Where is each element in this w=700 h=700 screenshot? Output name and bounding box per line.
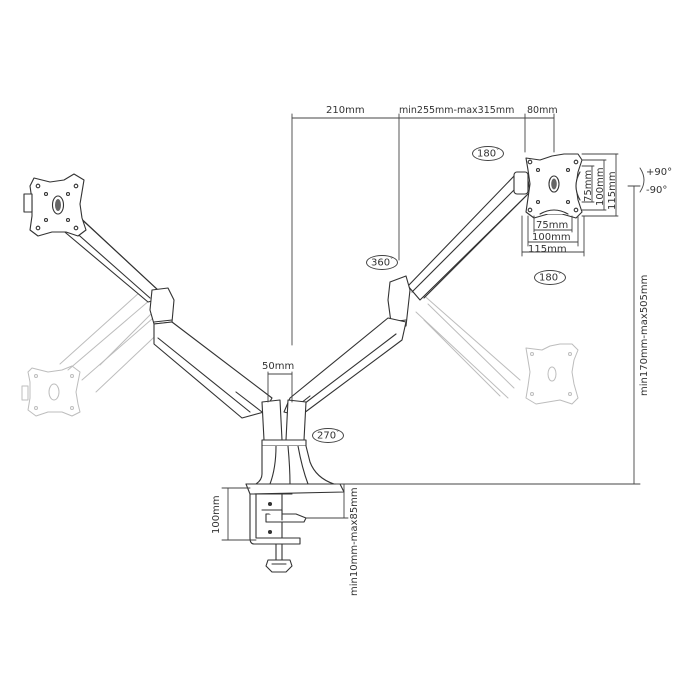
base-post — [245, 399, 345, 495]
rotation-180-badge-bottom: 180° — [534, 270, 567, 286]
clamp-height-100mm-label: 100mm — [211, 495, 222, 534]
rotation-270-value: 270 — [317, 430, 337, 442]
dim-80mm-label: 80mm — [527, 105, 558, 116]
pole-gap-50mm-label: 50mm — [262, 361, 295, 372]
c-clamp — [249, 493, 307, 573]
vesa-horizontal-115-label: 115mm — [528, 244, 567, 255]
desk-thickness-label: min10mm-max85mm — [349, 487, 360, 596]
vesa-vertical-100-label: 100mm — [595, 167, 606, 206]
dim-arm-extension-label: min255mm-max315mm — [399, 105, 515, 116]
rotation-180-value: 180 — [477, 148, 497, 160]
vesa-vertical-75-label: 75mm — [583, 169, 594, 202]
vesa-horizontal-75-label: 75mm — [536, 220, 569, 231]
rotation-360-value: 360 — [371, 257, 391, 269]
ghost-right-arm — [415, 291, 579, 405]
dimension-lines — [221, 113, 645, 541]
rotation-270-badge: 270° — [312, 428, 345, 444]
tilt-down-label: -90° — [646, 185, 668, 196]
left-arm — [23, 173, 273, 419]
rotation-180-badge-top: 180° — [472, 146, 505, 162]
height-range-label: min170mm-max505mm — [639, 274, 650, 396]
dim-210mm-label: 210mm — [326, 105, 365, 116]
rotation-360-badge: 360° — [366, 255, 399, 271]
vesa-horizontal-100-label: 100mm — [532, 232, 571, 243]
tilt-up-label: +90° — [646, 167, 673, 178]
right-arm — [283, 153, 583, 417]
rotation-180-value: 180 — [539, 272, 559, 284]
ghost-left-arm — [21, 291, 169, 417]
vesa-vertical-115-label: 115mm — [607, 171, 618, 210]
